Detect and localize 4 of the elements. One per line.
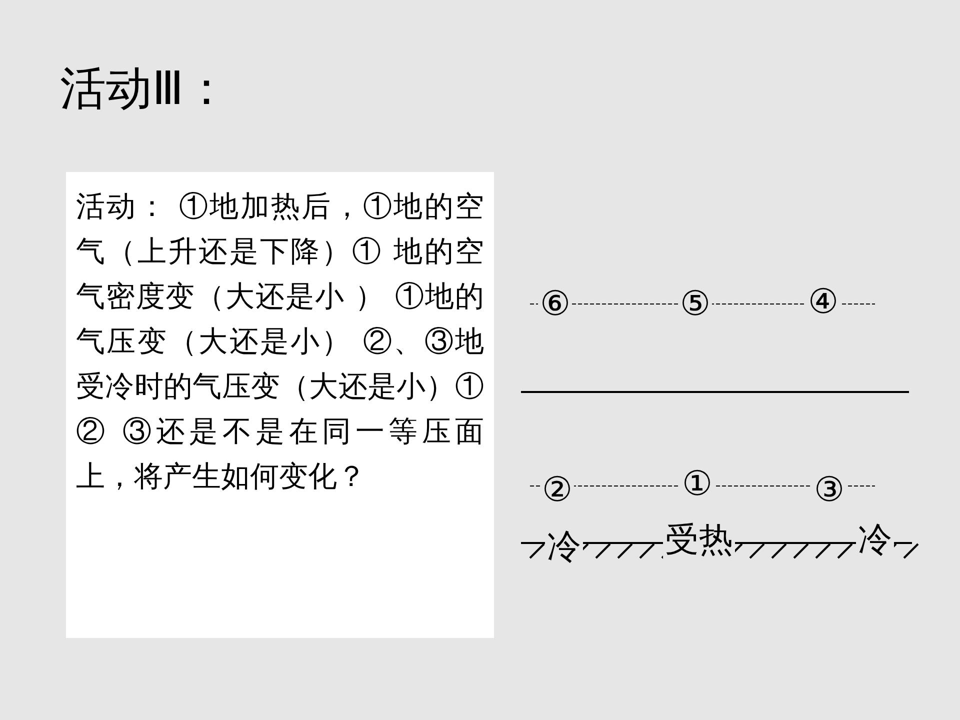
- text-card: [66, 172, 494, 638]
- slide-title: 活动Ⅲ：: [60, 60, 230, 117]
- question-paragraph: 活动： ①地加热后，①地的空气（上升还是下降）① 地的空气密度变（大还是小 ） ①地的气压变（大还是小） ②、③地受冷时的气压变（大还是小）① ② ③还是不是在同一等压面上，将产生如何变化？: [76, 188, 484, 495]
- area-label: 受热: [663, 520, 735, 560]
